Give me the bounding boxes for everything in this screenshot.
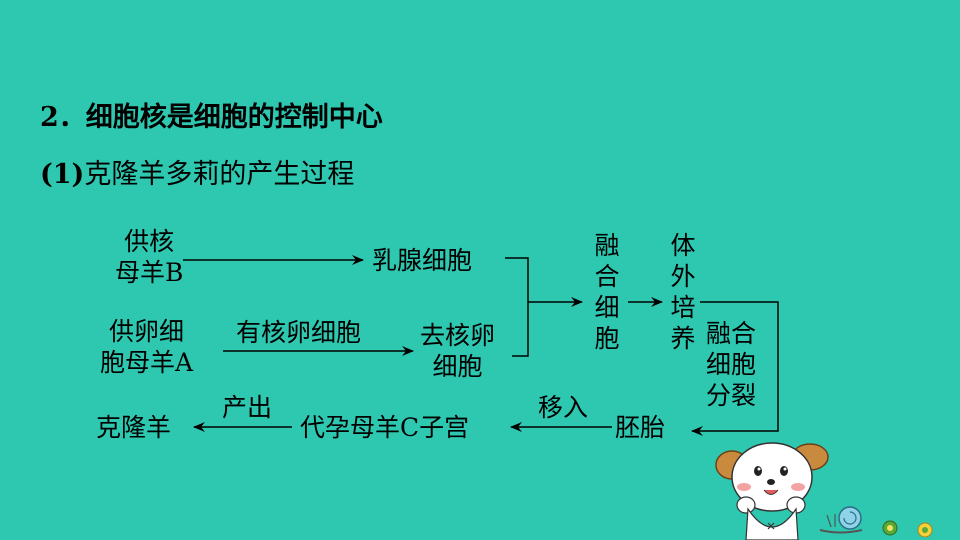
- edge-label-nucleated-egg: 有核卵细胞: [236, 318, 362, 347]
- edge-label-transfer: 移入: [538, 393, 589, 422]
- node-clone-sheep: 克隆羊: [96, 413, 172, 442]
- divide-line1: 融合: [706, 319, 757, 348]
- divide-line3: 分裂: [706, 381, 757, 410]
- node-enucleated-line1: 去核卵: [420, 321, 496, 350]
- node-surrogate: 代孕母羊C子宫: [300, 413, 470, 442]
- node-donor-a-line2: 胞母羊A: [100, 348, 194, 377]
- subsection-title: 克隆羊多莉的产生过程: [84, 159, 355, 190]
- node-donor-b-line2: 母羊B: [115, 258, 184, 287]
- fusion-char: 细: [594, 293, 620, 322]
- fusion-char: 合: [594, 262, 620, 291]
- edge-label-birth: 产出: [222, 393, 273, 422]
- divide-line2: 细胞: [706, 350, 757, 379]
- puppy-mascot-icon: [715, 442, 933, 540]
- node-mammary-cell: 乳腺细胞: [372, 246, 473, 275]
- fusion-char: 融: [594, 231, 620, 260]
- subsection-heading: (1)克隆羊多莉的产生过程: [40, 152, 354, 191]
- node-in-vitro-culture: 体 外 培 养: [663, 230, 703, 354]
- culture-char: 体: [670, 231, 696, 260]
- fusion-char: 胞: [594, 324, 620, 353]
- bracket-culture-to-embryo: [691, 301, 779, 436]
- edge-label-cell-division: 融合 细胞 分裂: [706, 318, 756, 411]
- node-enucleated-line2: 细胞: [432, 352, 483, 381]
- node-enucleated-egg: 去核卵 细胞: [420, 320, 495, 382]
- culture-char: 外: [670, 262, 696, 291]
- culture-char: 培: [670, 293, 696, 322]
- node-donor-b-line1: 供核: [124, 227, 175, 256]
- section-heading: 2．细胞核是细胞的控制中心: [40, 102, 383, 133]
- subsection-number: (1): [40, 159, 85, 190]
- node-donor-a-line1: 供卵细: [109, 317, 185, 346]
- node-donor-a: 供卵细 胞母羊A: [100, 316, 193, 378]
- bracket-merge: [505, 257, 529, 357]
- node-fused-cell: 融 合 细 胞: [587, 230, 627, 354]
- culture-char: 养: [670, 324, 696, 353]
- node-donor-b: 供核 母羊B: [115, 226, 183, 288]
- node-embryo: 胚胎: [615, 413, 666, 442]
